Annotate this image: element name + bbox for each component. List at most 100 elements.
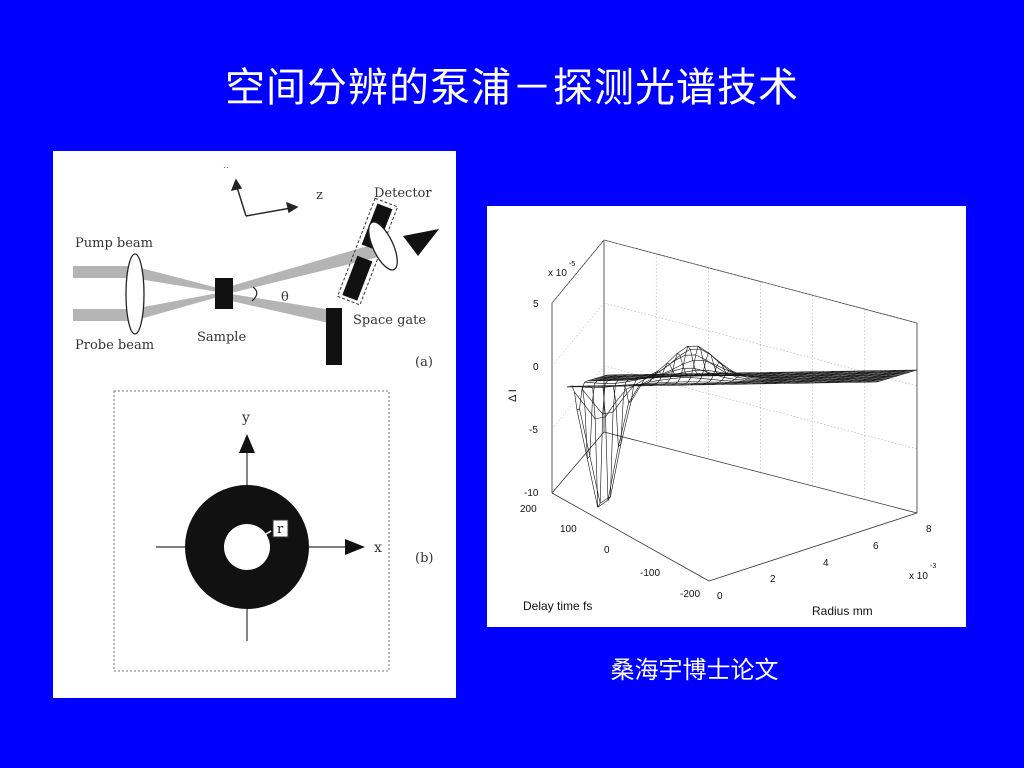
y-tick: -200: [680, 589, 700, 600]
surface-mesh-line: [742, 379, 745, 382]
surface-mesh-line: [625, 379, 629, 383]
surface-mesh-line: [845, 381, 849, 383]
surface-mesh-line: [762, 376, 766, 379]
surface-mesh-line: [876, 375, 879, 377]
surface-mesh-line: [855, 372, 858, 375]
radius-axis-title: Radius mm: [812, 604, 873, 618]
surface-mesh-line: [597, 500, 609, 508]
surface-mesh-line: [736, 376, 748, 380]
surface-mesh-line: [602, 411, 614, 415]
surface-mesh-line: [865, 372, 869, 374]
surface-mesh-line: [886, 372, 889, 374]
surface-mesh-line: [685, 346, 689, 356]
surface-mesh-line: [853, 379, 857, 381]
surface-mesh-line: [584, 381, 595, 384]
surface-mesh-line: [680, 368, 684, 378]
surface-mesh-line: [669, 355, 681, 365]
surface-mesh-line: [656, 373, 659, 376]
surface-mesh-line: [677, 377, 681, 383]
surface-mesh-line: [702, 374, 706, 376]
surface-mesh-line: [695, 381, 699, 384]
surface-mesh-line: [873, 370, 876, 372]
surface-mesh-line: [610, 412, 614, 497]
surface-mesh-line: [674, 374, 678, 377]
surface-mesh-line: [914, 369, 918, 372]
surface-mesh-line: [675, 381, 678, 384]
z-tick: 0: [533, 362, 539, 373]
surface-mesh-line: [715, 371, 719, 376]
surface-mesh-line: [788, 375, 791, 377]
surface-mesh-line: [901, 373, 905, 375]
surface-mesh-line: [775, 376, 779, 378]
surface-mesh-line: [615, 401, 619, 447]
surface-mesh-line: [871, 379, 875, 381]
surface-mesh-line: [860, 371, 863, 373]
x-tick: 4: [823, 558, 829, 569]
surface-mesh-line: [840, 377, 843, 379]
surface-mesh-line: [819, 377, 823, 379]
surface-mesh-line: [827, 381, 831, 383]
surface-mesh-line: [605, 416, 609, 501]
surface-mesh: [566, 345, 918, 508]
plot-grid: [551, 239, 918, 500]
surface-mesh-line: [879, 380, 883, 382]
surface-mesh-line: [871, 376, 874, 379]
surface-mesh-line: [858, 380, 862, 382]
surface-mesh-line: [783, 376, 786, 379]
panel-a-label: (a): [415, 355, 433, 370]
surface-mesh-line: [853, 376, 856, 378]
surface-mesh-line: [749, 372, 752, 374]
surface-mesh-line: [705, 370, 709, 376]
z-scale-exponent: -5: [569, 261, 575, 268]
surface-mesh-line: [714, 382, 717, 385]
surface-mesh-line: [747, 381, 751, 383]
surface-mesh-line: [876, 378, 880, 380]
surface-mesh-line: [755, 379, 758, 381]
z-axis-title: Δ I: [507, 389, 519, 402]
surface-mesh-line: [790, 374, 794, 376]
surface-mesh-line: [862, 370, 866, 372]
surface-mesh-line: [816, 372, 820, 375]
surface-mesh-line: [649, 378, 653, 383]
surface-mesh-line: [808, 374, 812, 377]
surface-mesh-line: [814, 381, 818, 384]
surface-mesh-line: [801, 377, 805, 379]
surface-mesh-line: [764, 373, 768, 375]
surface-mesh-line: [786, 378, 789, 381]
surface-mesh-line: [765, 376, 768, 378]
x-tick: 8: [926, 524, 932, 535]
surface-mesh-line: [749, 375, 753, 377]
surface-mesh-line: [716, 366, 727, 374]
x-axis-arrow-icon: [345, 539, 365, 555]
surface-mesh-line: [721, 377, 725, 381]
surface-mesh-line: [777, 375, 781, 377]
surface-mesh-line: [705, 373, 708, 376]
surface-mesh-line: [814, 376, 817, 378]
surface-mesh-line: [571, 385, 583, 388]
y-tick: 0: [604, 545, 610, 556]
surface-mesh-line: [617, 379, 621, 381]
surface-mesh-line: [842, 376, 846, 378]
surface-mesh-line: [737, 381, 740, 384]
surface-mesh-line: [645, 374, 649, 376]
surface-mesh-line: [672, 360, 676, 372]
surface-mesh-line: [612, 397, 624, 413]
surface-mesh-line: [868, 377, 872, 379]
surface-mesh-line: [600, 496, 611, 504]
surface-mesh-line: [700, 348, 712, 356]
z-scale-label: x 10: [548, 268, 567, 279]
surface-mesh-line: [770, 377, 774, 379]
surface-mesh-line: [731, 379, 735, 382]
surface-mesh-line: [612, 375, 615, 377]
surface-mesh-line: [796, 381, 800, 383]
surface-mesh-line: [780, 374, 784, 377]
surface-mesh-line: [601, 375, 605, 377]
surface-mesh-line: [682, 360, 693, 365]
surface-mesh-line: [620, 378, 624, 381]
surface-mesh-line: [863, 373, 866, 375]
surface-mesh-line: [819, 380, 823, 382]
surface-mesh-line: [607, 446, 619, 501]
surface-mesh-line: [767, 378, 771, 380]
surface-mesh-line: [796, 378, 800, 381]
surface-mesh-line: [801, 374, 804, 376]
